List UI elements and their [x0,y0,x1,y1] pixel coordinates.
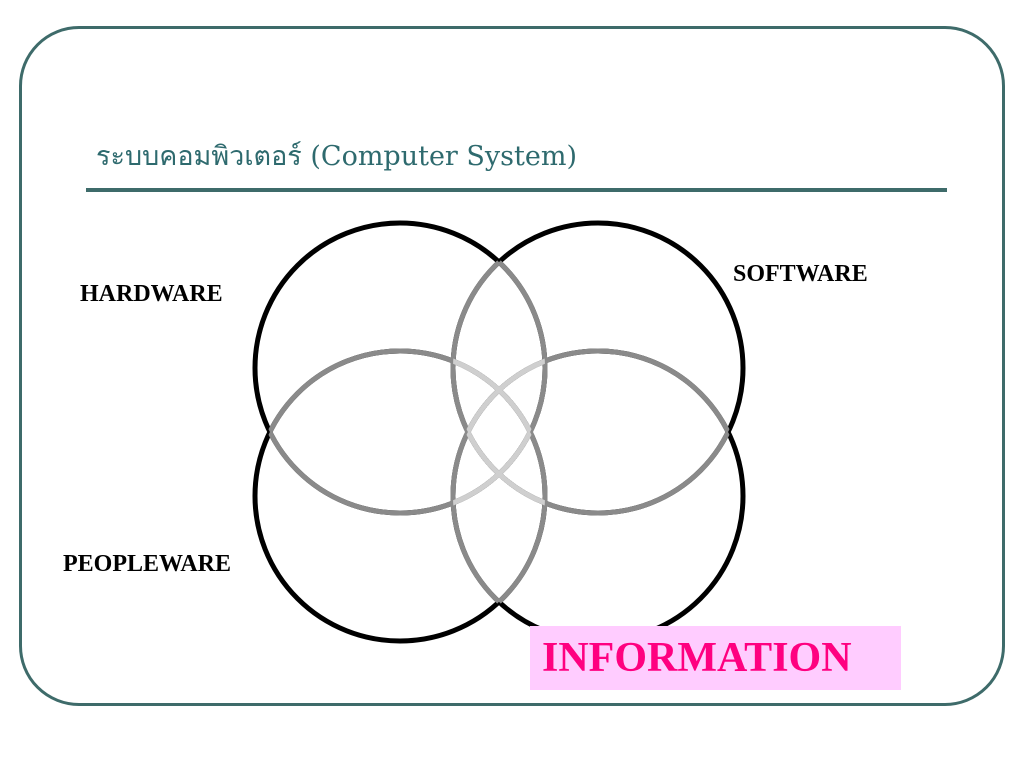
center-overlap-arcs [453,348,545,516]
information-box: INFORMATION [530,626,901,690]
overlap-arc-hardware-in-peopleware [255,351,545,516]
label-software: SOFTWARE [733,261,868,287]
page-title: ระบบคอมพิวเตอร์ (Computer System) [96,141,577,172]
overlap-arc-hardware-in-information [453,351,548,516]
label-information: INFORMATION [542,635,852,681]
overlap-arc-peopleware-in-hardware [255,348,545,513]
title-underline [86,188,947,192]
overlap-arcs [255,223,743,641]
overlap-arc-information-in-software [453,348,743,513]
slide-frame [19,26,1005,706]
label-peopleware: PEOPLEWARE [63,551,232,577]
label-hardware: HARDWARE [80,281,223,307]
overlap-arc-information-in-hardware [450,348,545,513]
overlap-arc-peopleware-in-software [453,348,548,513]
overlap-arc-software-in-peopleware [450,351,545,516]
overlap-arc-software-in-information [453,351,743,516]
